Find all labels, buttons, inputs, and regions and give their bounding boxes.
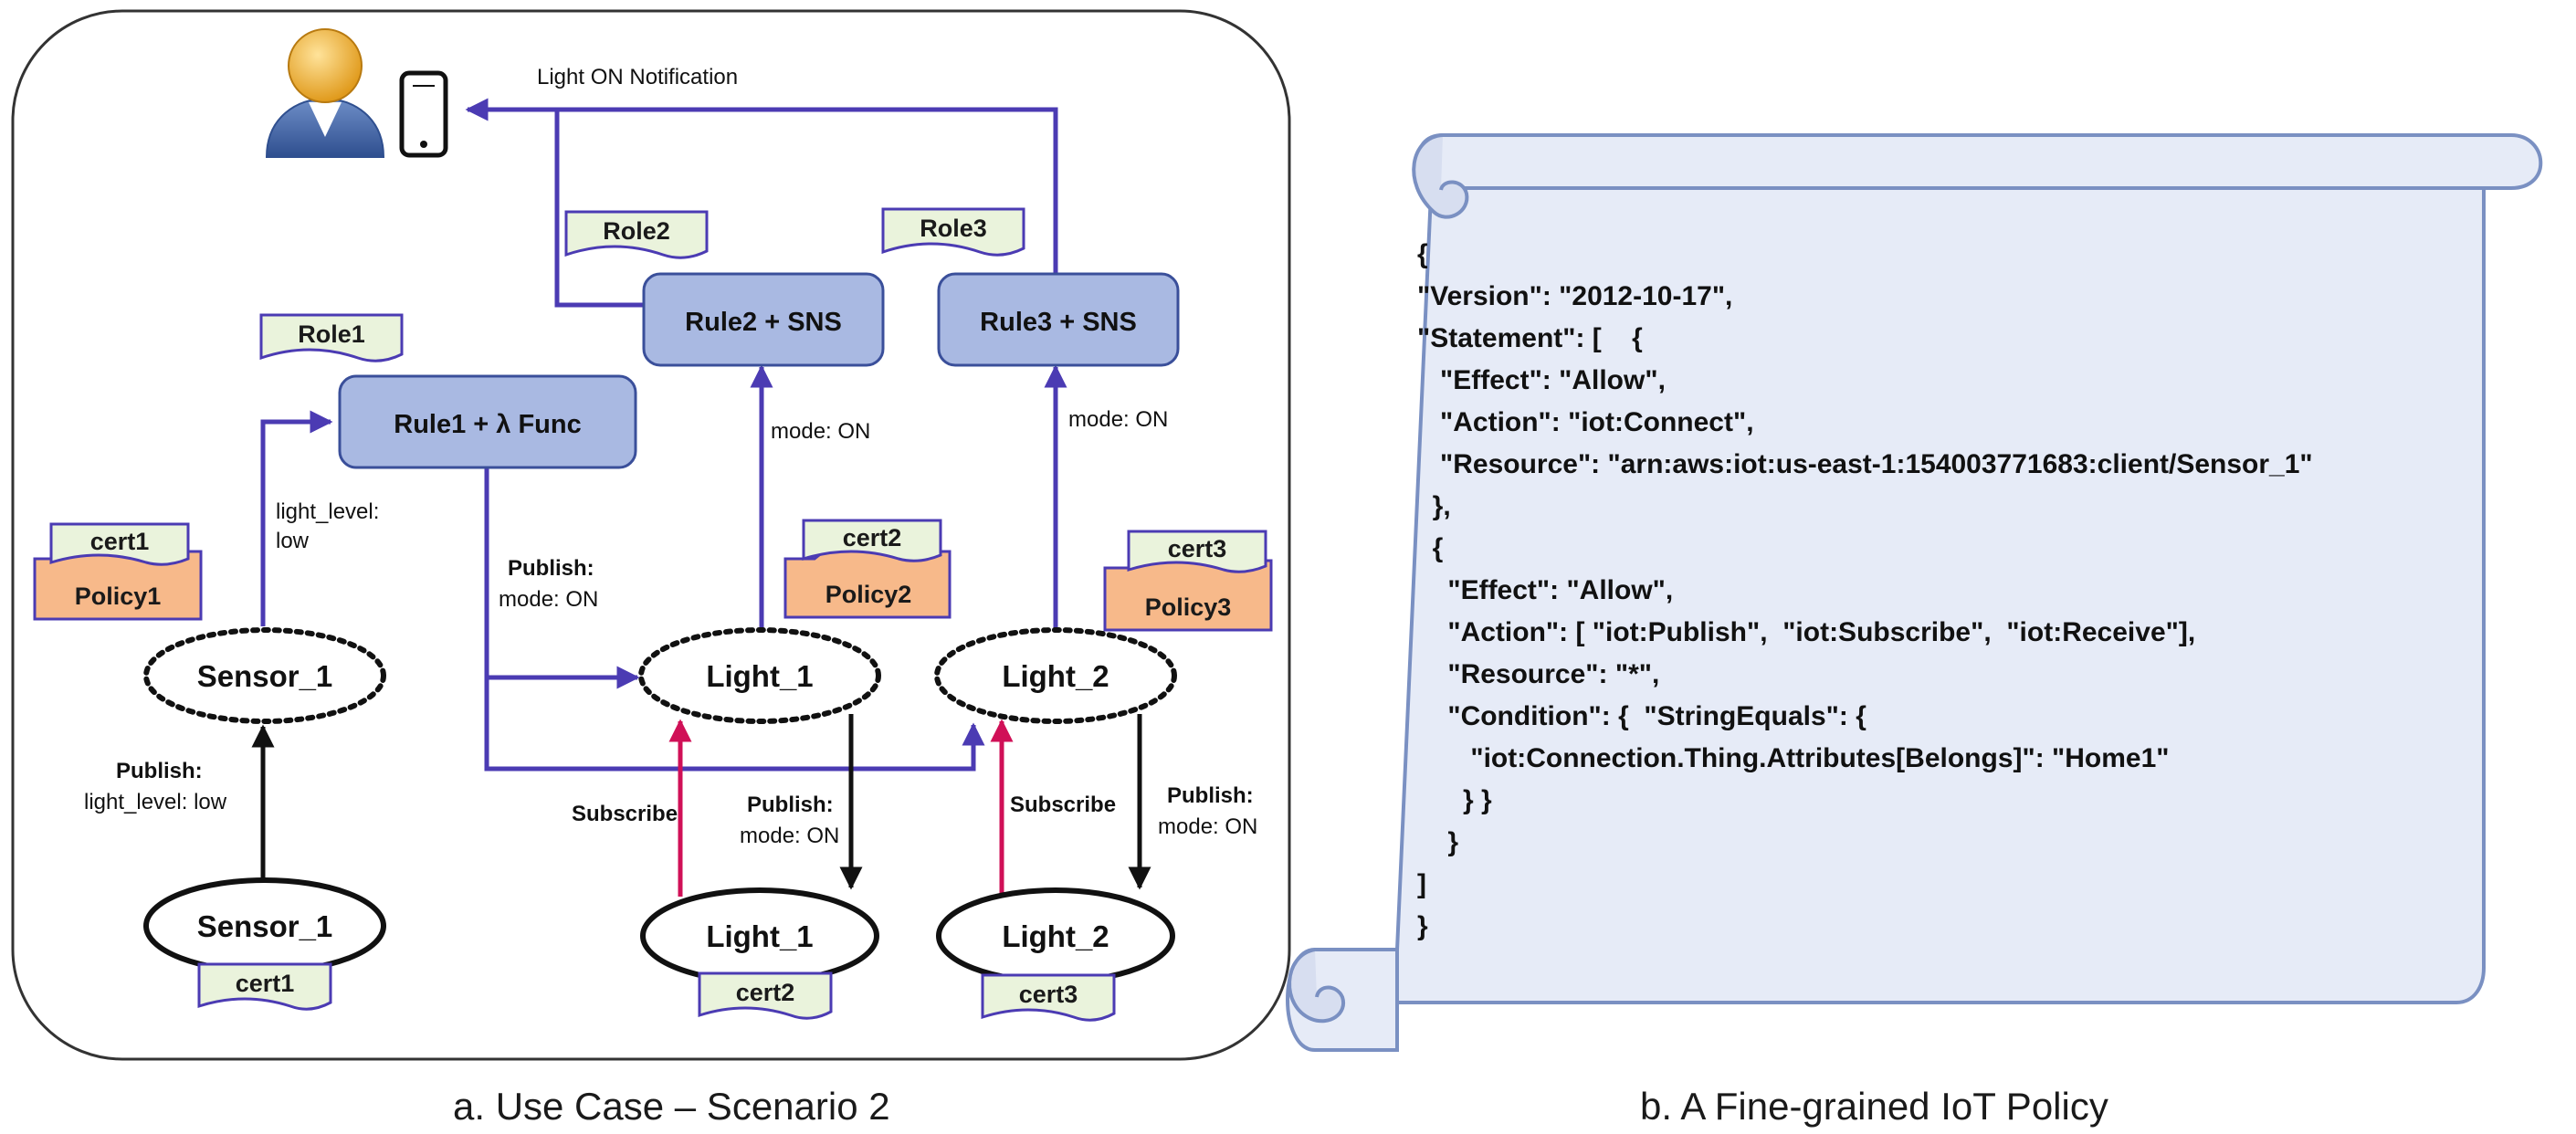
light2-shadow: Light_2 xyxy=(934,627,1177,724)
policy-line: "Resource": "arn:aws:iot:us-east-1:15400… xyxy=(1417,449,2313,479)
policy-line: { xyxy=(1417,239,1428,269)
cert-label: cert1 xyxy=(236,970,295,997)
device-label: Light_2 xyxy=(1002,919,1109,953)
light1-shadow: Light_1 xyxy=(638,627,881,724)
right-caption: b. A Fine-grained IoT Policy xyxy=(1640,1085,2108,1128)
policy-line: "Version": "2012-10-17", xyxy=(1417,281,1732,311)
policy-scroll xyxy=(1286,133,2543,1052)
rule-label: Rule1 + λ Func xyxy=(394,410,581,439)
role-label: Role3 xyxy=(920,215,987,242)
sensor-device: Sensor_1 xyxy=(143,877,386,974)
policy-line: "Statement": [ { xyxy=(1417,323,1643,353)
light1-device: Light_1 xyxy=(640,887,879,984)
device-cert-note-3: cert3 xyxy=(981,973,1116,1022)
device-label: Sensor_1 xyxy=(197,909,333,943)
edge-label: mode: ON xyxy=(771,419,870,444)
policy-line: } xyxy=(1417,911,1428,941)
rule2-notification-line xyxy=(554,110,644,308)
role-label: Role1 xyxy=(298,320,365,348)
user-avatar-icon xyxy=(265,28,385,158)
cert-label: cert2 xyxy=(736,979,795,1006)
rule2-box: Rule2 + SNS xyxy=(642,272,885,367)
edge-label: Publish: xyxy=(508,556,594,581)
policy2-group: cert2 Policy2 xyxy=(783,519,952,619)
light2-device: Light_2 xyxy=(936,887,1175,984)
left-caption: a. Use Case – Scenario 2 xyxy=(453,1085,890,1128)
policy-line: "Action": [ "iot:Publish", "iot:Subscrib… xyxy=(1417,617,2195,647)
policy-line: }, xyxy=(1417,491,1451,521)
role-note-2: Role2 xyxy=(564,210,709,259)
device-cert-note-1: cert1 xyxy=(197,962,332,1011)
policy-label: Policy3 xyxy=(1145,593,1232,621)
edge-label: mode: ON xyxy=(499,587,598,612)
cert-label: cert3 xyxy=(1168,535,1227,562)
role-label: Role2 xyxy=(603,217,670,245)
edge-label: Publish: xyxy=(1167,783,1254,808)
policy-line: ] xyxy=(1417,869,1426,899)
policy-json-text: { "Version": "2012-10-17", "Statement": [ … xyxy=(1417,239,2313,941)
rule-label: Rule2 + SNS xyxy=(685,308,842,337)
cert-label: cert2 xyxy=(843,524,902,551)
notification-label: Light ON Notification xyxy=(537,65,738,89)
cert-label: cert1 xyxy=(90,528,150,555)
edge-label: mode: ON xyxy=(1068,407,1168,432)
edge-label: Subscribe xyxy=(1010,793,1116,817)
smartphone-icon xyxy=(399,70,448,158)
edge-label: light_level: low xyxy=(84,790,227,814)
sensor-to-rule1-arrow xyxy=(260,410,333,626)
notification-arrow xyxy=(465,98,1058,305)
rule1-box: Rule1 + λ Func xyxy=(338,374,637,469)
cert-label: cert3 xyxy=(1019,981,1078,1008)
edge-label: light_level: xyxy=(276,499,379,524)
edge-label: mode: ON xyxy=(1158,814,1257,839)
shadow-label: Light_2 xyxy=(1002,659,1109,693)
policy-line: "Condition": { "StringEquals": { xyxy=(1417,701,1866,731)
device-cert-note-2: cert2 xyxy=(698,971,833,1020)
role-note-3: Role3 xyxy=(881,207,1025,257)
rule-label: Rule3 + SNS xyxy=(980,308,1137,337)
policy-label: Policy1 xyxy=(75,583,162,610)
device-label: Light_1 xyxy=(706,919,813,953)
policy-line: } xyxy=(1417,827,1458,857)
edge-label: Publish: xyxy=(747,793,834,817)
shadow-label: Sensor_1 xyxy=(197,659,333,693)
rule1-to-light2-arrow xyxy=(484,677,985,772)
rule3-box: Rule3 + SNS xyxy=(937,272,1180,367)
policy3-group: cert3 Policy3 xyxy=(1103,530,1273,632)
policy-line: { xyxy=(1417,533,1444,563)
policy-line: "Action": "iot:Connect", xyxy=(1417,407,1754,437)
edge-label: Publish: xyxy=(116,759,203,783)
sensor-shadow: Sensor_1 xyxy=(143,627,386,724)
policy-line: } } xyxy=(1417,785,1492,815)
policy-line: "Effect": "Allow", xyxy=(1417,575,1673,605)
edge-label: low xyxy=(276,529,310,553)
policy-label: Policy2 xyxy=(825,581,912,608)
role-note-1: Role1 xyxy=(259,313,404,362)
edge-label: Subscribe xyxy=(572,802,678,826)
shadow-label: Light_1 xyxy=(706,659,813,693)
policy-line: "Effect": "Allow", xyxy=(1417,365,1666,395)
policy-line: "Resource": "*", xyxy=(1417,659,1659,689)
policy1-group: cert1 Policy1 xyxy=(33,522,203,621)
edge-label: mode: ON xyxy=(740,824,839,848)
policy-line: "iot:Connection.Thing.Attributes[Belongs… xyxy=(1417,743,2170,773)
